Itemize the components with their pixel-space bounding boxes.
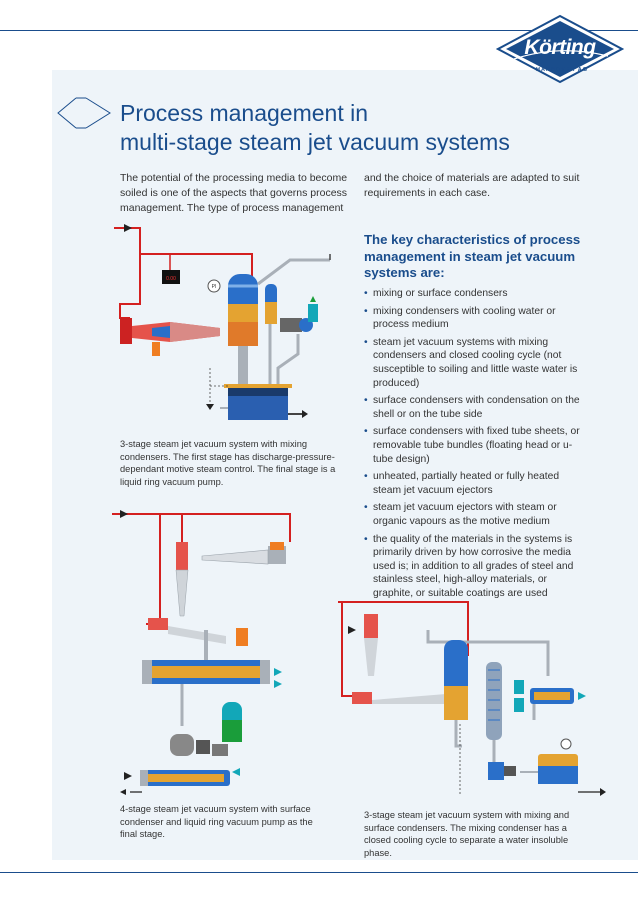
title-line-1: Process management in [120, 100, 369, 126]
characteristics-heading: The key characteristics of process manag… [364, 232, 584, 282]
list-item: steam jet vacuum ejectors with steam or … [364, 501, 584, 528]
list-item: mixing condensers with cooling water or … [364, 305, 584, 332]
top-rule [0, 30, 638, 31]
figure-3-diagram [338, 601, 606, 796]
heading-line-3: systems are: [364, 265, 445, 280]
gauge-label: PI [212, 284, 217, 290]
figure-2-diagram [112, 510, 291, 795]
brand-name: Körting [524, 36, 596, 59]
korting-logo [496, 14, 624, 84]
list-item: mixing or surface condensers [364, 287, 584, 301]
list-item: surface condensers with condensation on … [364, 394, 584, 421]
figure-3-caption: 3-stage steam jet vacuum system with mix… [364, 810, 570, 858]
intro-text-left: The potential of the processing media to… [120, 172, 348, 214]
flow-arrow-icon [302, 410, 308, 418]
title-line-2: multi-stage steam jet vacuum systems [120, 129, 510, 155]
list-item: surface condensers with fixed tube sheet… [364, 425, 584, 466]
brand-subtitle: HANNOVER AG [535, 67, 589, 73]
list-item: steam jet vacuum systems with mixing con… [364, 336, 584, 390]
intro-text-right: and the choice of materials are adapted … [364, 172, 580, 199]
list-item: the quality of the materials in the syst… [364, 533, 584, 601]
figure-1-diagram: 0.00 PI [114, 224, 331, 420]
page-title: Process management in multi-stage steam … [120, 99, 560, 157]
heading-line-2: management in steam jet vacuum [364, 248, 576, 264]
display-value: 0.00 [166, 276, 176, 282]
heading-line-1: The key characteristics of process [364, 232, 581, 247]
chevron-arrow-icon [57, 97, 111, 129]
characteristics-list: mixing or surface condensers mixing cond… [364, 287, 584, 604]
figure-2-caption: 4-stage steam jet vacuum system with sur… [120, 804, 313, 840]
bottom-rule [0, 872, 638, 873]
figure-1-caption: 3-stage steam jet vacuum system with mix… [120, 439, 336, 487]
list-item: unheated, partially heated or fully heat… [364, 470, 584, 497]
